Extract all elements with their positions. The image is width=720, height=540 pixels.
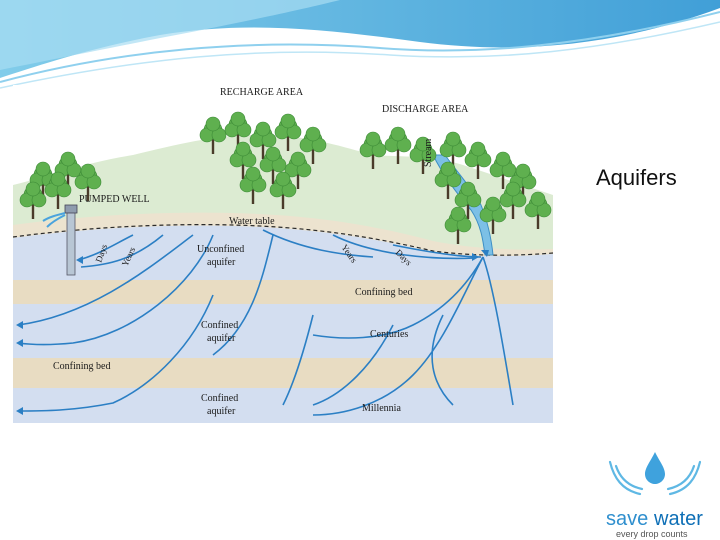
flow-arrowheads: [16, 250, 489, 415]
banner-wave-line-2: [0, 21, 720, 89]
tree-icon: [224, 111, 252, 149]
tree-icon: [274, 113, 302, 151]
confining-bed-upper: [13, 280, 553, 304]
confined-aquifer-lower: [13, 388, 553, 423]
confined-aquifer-upper: [13, 304, 553, 358]
tree-icon: [434, 161, 462, 199]
aquifer-diagram: RECHARGE AREA DISCHARGE AREA Stream PUMP…: [13, 85, 553, 423]
tree-icon: [444, 206, 472, 244]
trees: [19, 111, 552, 244]
logo-tagline: every drop counts: [616, 529, 688, 539]
logo-brand-water: water: [653, 508, 703, 530]
confined-aquifer-upper-label-2: aquifer: [207, 333, 236, 344]
tree-icon: [299, 126, 327, 164]
millennia-label: Millennia: [362, 403, 401, 414]
tree-icon: [464, 141, 492, 179]
tree-icon: [489, 151, 517, 189]
unconfined-aquifer-label-1: Unconfined: [197, 244, 244, 255]
confined-aquifer-lower-label-1: Confined: [201, 393, 238, 404]
tree-icon: [499, 181, 527, 219]
tree-icon: [239, 166, 267, 204]
tree-icon: [74, 163, 102, 201]
water-table-line: [13, 224, 553, 256]
save-water-logo: save water every drop counts: [606, 452, 703, 539]
slide-title: Aquifers: [596, 165, 677, 190]
tree-icon: [359, 131, 387, 169]
tree-icon: [439, 131, 467, 169]
centuries-label: Centuries: [370, 329, 408, 340]
confining-bed-lower-label: Confining bed: [53, 361, 111, 372]
water-drop-icon: [645, 452, 665, 484]
tree-icon: [454, 181, 482, 219]
tree-icon: [509, 163, 537, 201]
confined-aquifer-upper-label-1: Confined: [201, 320, 238, 331]
pumped-well: [42, 204, 78, 276]
tree-icon: [479, 196, 507, 234]
pumped-well-label: PUMPED WELL: [79, 194, 150, 205]
water-table-label: Water table: [229, 216, 275, 227]
tree-icon: [409, 136, 437, 174]
confined-aquifer-lower-label-2: aquifer: [207, 406, 236, 417]
tree-icon: [19, 181, 47, 219]
recharge-area-label: RECHARGE AREA: [220, 87, 304, 98]
flow-arrows: [17, 229, 514, 416]
unconfined-aquifer-label-2: aquifer: [207, 257, 236, 268]
tree-icon: [44, 171, 72, 209]
logo-brand-save: save: [606, 508, 648, 530]
tree-icon: [259, 146, 287, 184]
unconfined-aquifer: [13, 225, 553, 280]
tree-icon: [269, 171, 297, 209]
discharge-area-label: DISCHARGE AREA: [382, 104, 469, 115]
tree-icon: [524, 191, 552, 229]
top-wave-banner: [0, 0, 720, 89]
tree-icon: [229, 141, 257, 179]
confining-bed-lower: [13, 358, 553, 388]
tree-icon: [199, 116, 227, 154]
banner-wave-line: [0, 11, 720, 83]
tree-icon: [284, 151, 312, 189]
stream-label: Stream: [423, 138, 434, 167]
tree-icon: [249, 121, 277, 159]
hands-icon: [608, 460, 702, 496]
confining-bed-upper-label: Confining bed: [355, 287, 413, 298]
tree-icon: [384, 126, 412, 164]
banner-wave-light: [0, 0, 340, 70]
